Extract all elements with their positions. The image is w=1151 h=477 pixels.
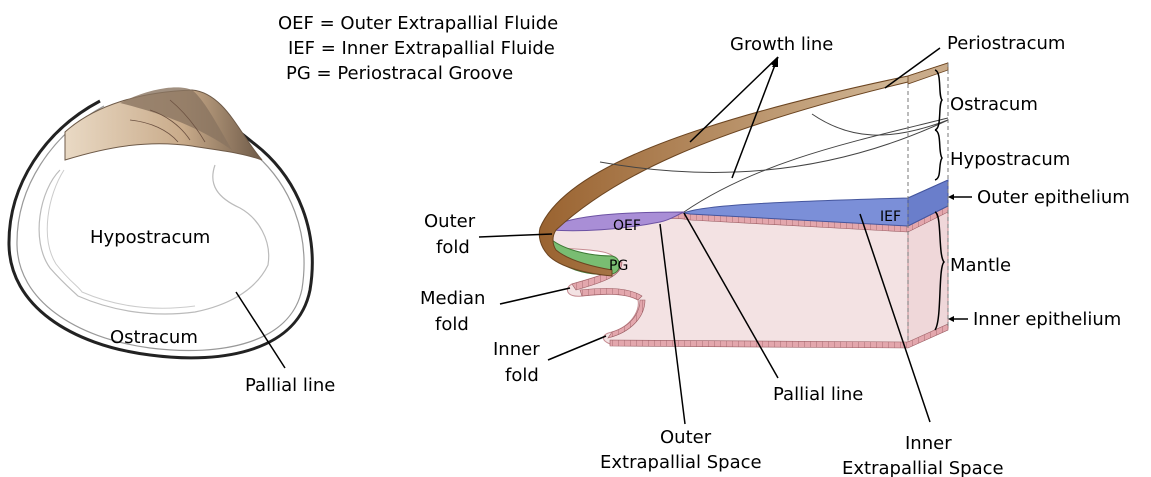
inner-fold-label-1: Inner <box>493 339 540 360</box>
legend-ief: IEF = Inner Extrapallial Fluide <box>288 38 555 59</box>
inner-eps-label-1: Inner <box>905 433 952 454</box>
median-fold-label-1: Median <box>420 288 485 309</box>
median-fold-leader <box>500 288 570 304</box>
shell-interior-view: Hypostracum Ostracum Pallial line <box>9 87 335 396</box>
outer-epithelium-label: Outer epithelium <box>977 187 1130 208</box>
hypostracum-label: Hypostracum <box>950 149 1070 170</box>
oef-label: OEF <box>613 218 641 234</box>
outer-fold-label-2: fold <box>436 237 470 258</box>
mantle-cross-section: OEF IEF PG Periostracum Ostracum Hypostr… <box>420 33 1130 477</box>
outer-eps-label-2: Extrapallial Space <box>600 452 762 473</box>
shell-ostracum-label: Ostracum <box>110 327 198 348</box>
periostracum-label: Periostracum <box>947 33 1065 54</box>
outer-fold-label-1: Outer <box>424 211 476 232</box>
inner-epithelium-label: Inner epithelium <box>973 309 1121 330</box>
outer-eps-label-1: Outer <box>660 427 712 448</box>
legend-pg: PG = Periostracal Groove <box>286 63 513 84</box>
legend: OEF = Outer Extrapallial Fluide IEF = In… <box>278 13 558 84</box>
legend-oef: OEF = Outer Extrapallial Fluide <box>278 13 558 34</box>
pallial-line-label: Pallial line <box>773 384 863 405</box>
inner-fold-label-2: fold <box>505 365 539 386</box>
inner-eps-label-2: Extrapallial Space <box>842 458 1004 477</box>
growth-line-label: Growth line <box>730 34 833 55</box>
mantle-label: Mantle <box>950 255 1011 276</box>
median-fold-label-2: fold <box>435 314 469 335</box>
shell-hypostracum-label: Hypostracum <box>90 227 210 248</box>
pg-label: PG <box>609 258 628 274</box>
inner-epithelium-arrow <box>948 316 954 322</box>
ief-label: IEF <box>880 209 901 225</box>
ostracum-label: Ostracum <box>950 94 1038 115</box>
shell-pallial-label: Pallial line <box>245 375 335 396</box>
outer-epithelium-arrow <box>948 194 954 200</box>
inner-fold-leader <box>548 336 606 360</box>
